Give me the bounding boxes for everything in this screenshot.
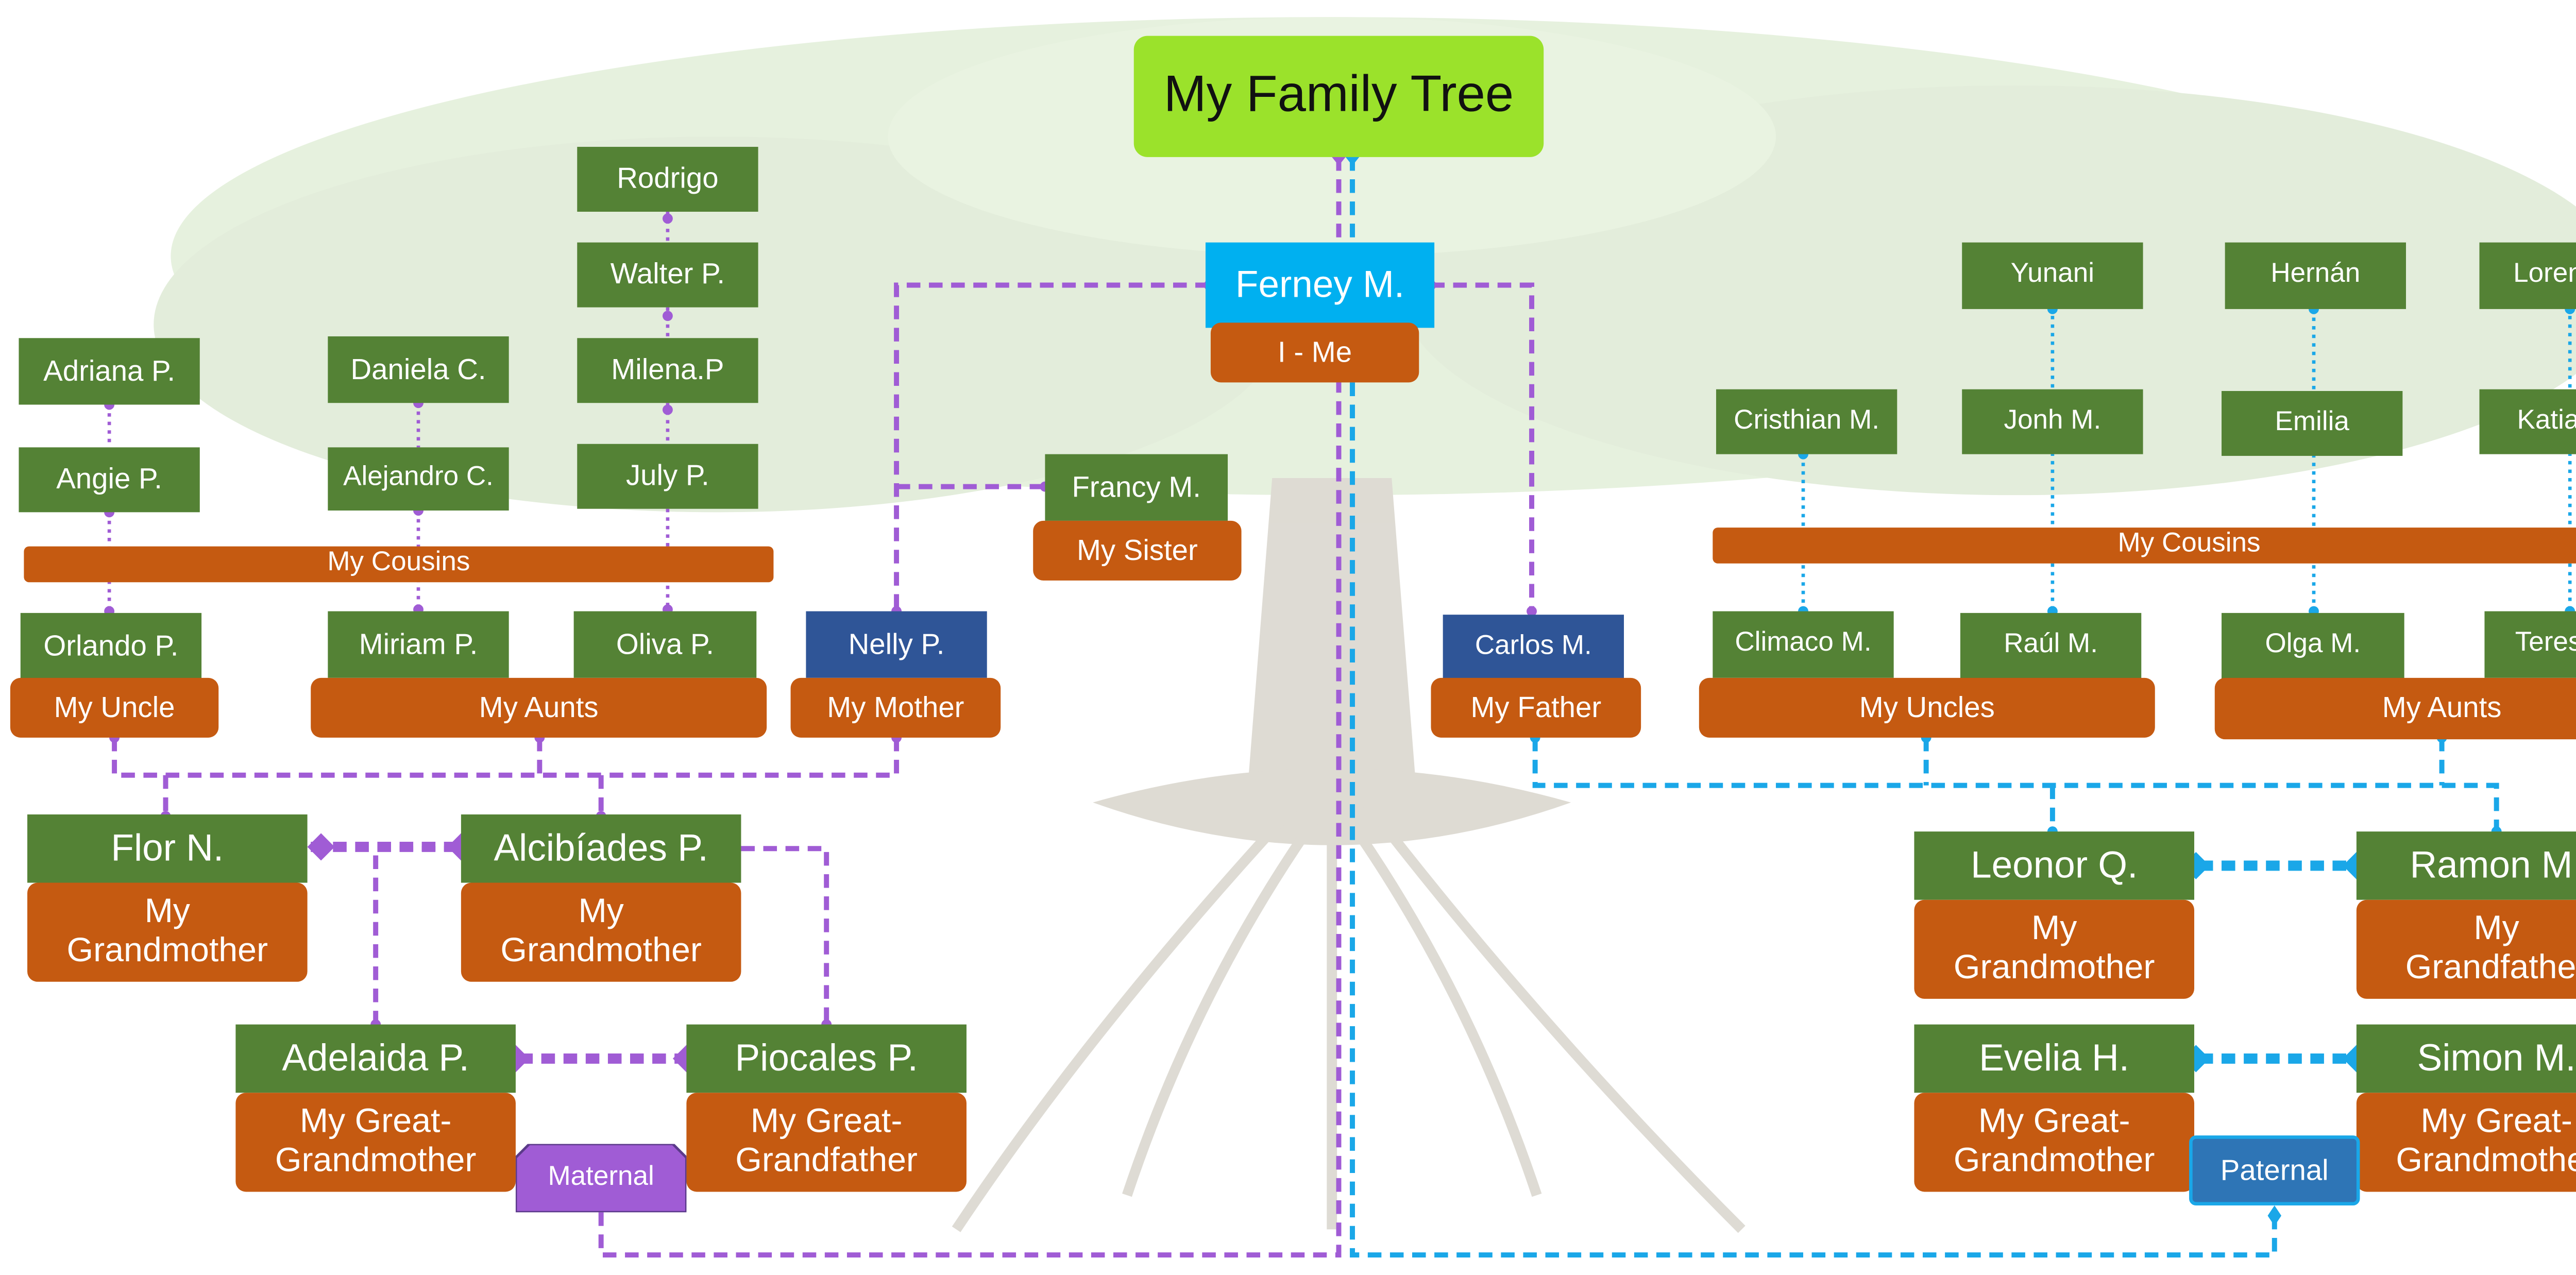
role-great-grandmother-simon: My Great- Grandmother: [2356, 1093, 2576, 1192]
cousin-jonh: Jonh M.: [1962, 389, 2143, 454]
person-aunt-miriam: Miriam P.: [328, 611, 509, 678]
role-me: I - Me: [1210, 322, 1419, 383]
cousin-katian: Katian T.: [2479, 389, 2576, 454]
role-sister: My Sister: [1033, 520, 1242, 581]
role-my-uncles: My Uncles: [1699, 677, 2155, 738]
role-great-grandmother-evelia: My Great- Grandmother: [1914, 1093, 2195, 1192]
cousin-cristhian: Cristhian M.: [1716, 389, 1897, 454]
person-piocales: Piocales P.: [686, 1024, 967, 1093]
cousin-milena: Milena.P: [577, 338, 758, 403]
cousin-emilia: Emilia: [2222, 390, 2403, 456]
person-me: Ferney M.: [1205, 242, 1435, 328]
role-my-mother: My Mother: [790, 677, 1001, 738]
role-great-grandfather-piocales: My Great- Grandfather: [686, 1093, 967, 1192]
role-grandfather-ramon: My Grandfather: [2356, 899, 2576, 999]
cousin-lorena: Lorena T.: [2479, 242, 2576, 309]
person-simon: Simon M.: [2356, 1024, 2576, 1093]
cousin-yunani: Yunani: [1962, 242, 2143, 309]
person-aunt-teresa: Teresa M.: [2484, 611, 2576, 678]
cousin-daniela: Daniela C.: [328, 336, 509, 403]
role-grandmother-alcibiades: My Grandmother: [461, 882, 741, 982]
cousin-july: July P.: [577, 444, 758, 509]
person-aunt-olga: Olga M.: [2222, 613, 2404, 680]
role-my-uncle: My Uncle: [10, 677, 219, 738]
cousin-alejandro: Alejandro C.: [328, 447, 509, 511]
person-father: Carlos M.: [1443, 615, 1624, 680]
cousin-hernan: Hernán: [2225, 242, 2406, 309]
maternal-tag: Maternal: [515, 1144, 687, 1213]
person-leonor: Leonor Q.: [1914, 831, 2195, 900]
role-grandmother-flor: My Grandmother: [27, 882, 308, 982]
person-uncle-climaco: Climaco M.: [1713, 611, 1894, 678]
person-mother: Nelly P.: [806, 611, 987, 678]
page-title: My Family Tree: [1133, 36, 1544, 157]
cousin-walter: Walter P.: [577, 242, 758, 308]
cousin-rodrigo: Rodrigo: [577, 147, 758, 212]
person-evelia: Evelia H.: [1914, 1024, 2195, 1093]
person-alcibiades: Alcibíades P.: [461, 814, 741, 883]
maternal-label: Maternal: [548, 1163, 654, 1192]
role-my-aunts-paternal: My Aunts: [2214, 677, 2576, 740]
person-aunt-oliva: Oliva P.: [573, 611, 757, 678]
person-uncle-raul: Raúl M.: [1960, 613, 2142, 680]
role-my-father: My Father: [1431, 677, 1641, 738]
role-great-grandmother-adelaida: My Great- Grandmother: [235, 1093, 516, 1192]
cousin-adriana: Adriana P.: [19, 338, 200, 405]
person-uncle-orlando: Orlando P.: [20, 613, 202, 680]
person-sister: Francy M.: [1045, 454, 1228, 521]
person-flor: Flor N.: [27, 814, 308, 883]
paternal-tag: Paternal: [2189, 1135, 2360, 1205]
cousin-angie: Angie P.: [19, 447, 200, 513]
person-ramon: Ramon M.: [2356, 831, 2576, 900]
paternal-cousins-label: My Cousins: [1713, 528, 2576, 564]
role-grandmother-leonor: My Grandmother: [1914, 899, 2195, 999]
maternal-cousins-label: My Cousins: [24, 546, 774, 583]
person-adelaida: Adelaida P.: [235, 1024, 516, 1093]
role-my-aunts-maternal: My Aunts: [311, 677, 767, 738]
